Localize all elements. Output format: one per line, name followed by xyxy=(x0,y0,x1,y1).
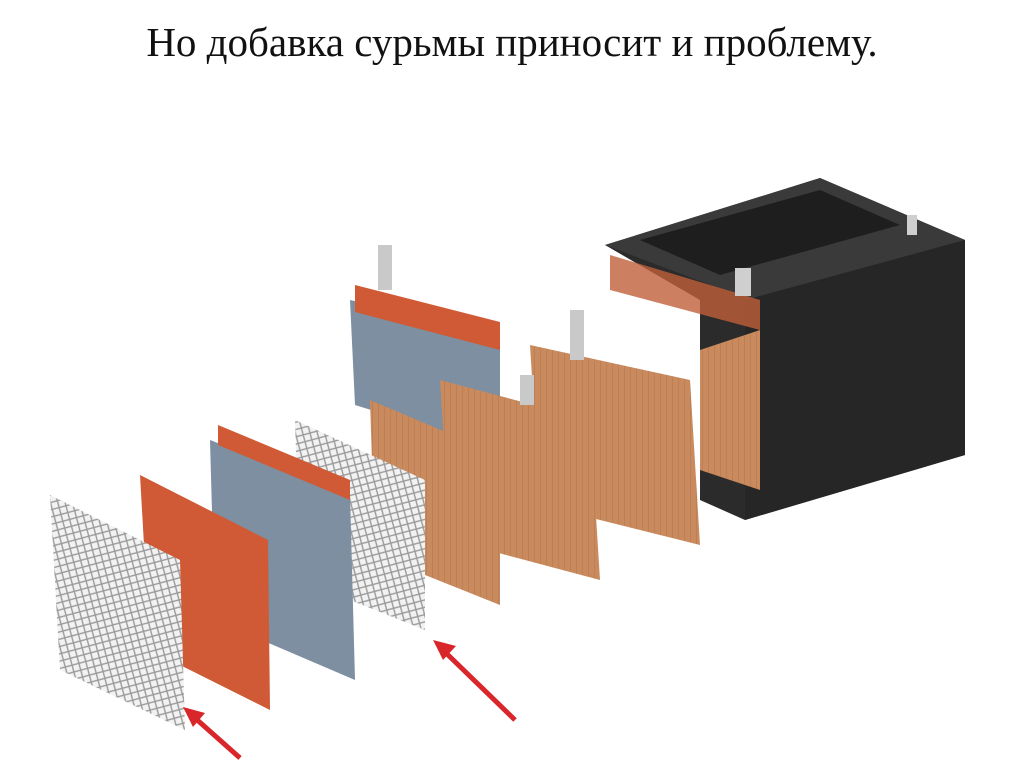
slide-title: Но добавка сурьмы приносит и проблему. xyxy=(146,19,878,65)
positive-grid xyxy=(50,495,185,730)
terminal xyxy=(735,268,751,296)
terminal xyxy=(907,215,917,235)
battery-case xyxy=(605,178,965,520)
arrow-icon xyxy=(433,640,517,722)
arrow-icon xyxy=(183,707,242,760)
